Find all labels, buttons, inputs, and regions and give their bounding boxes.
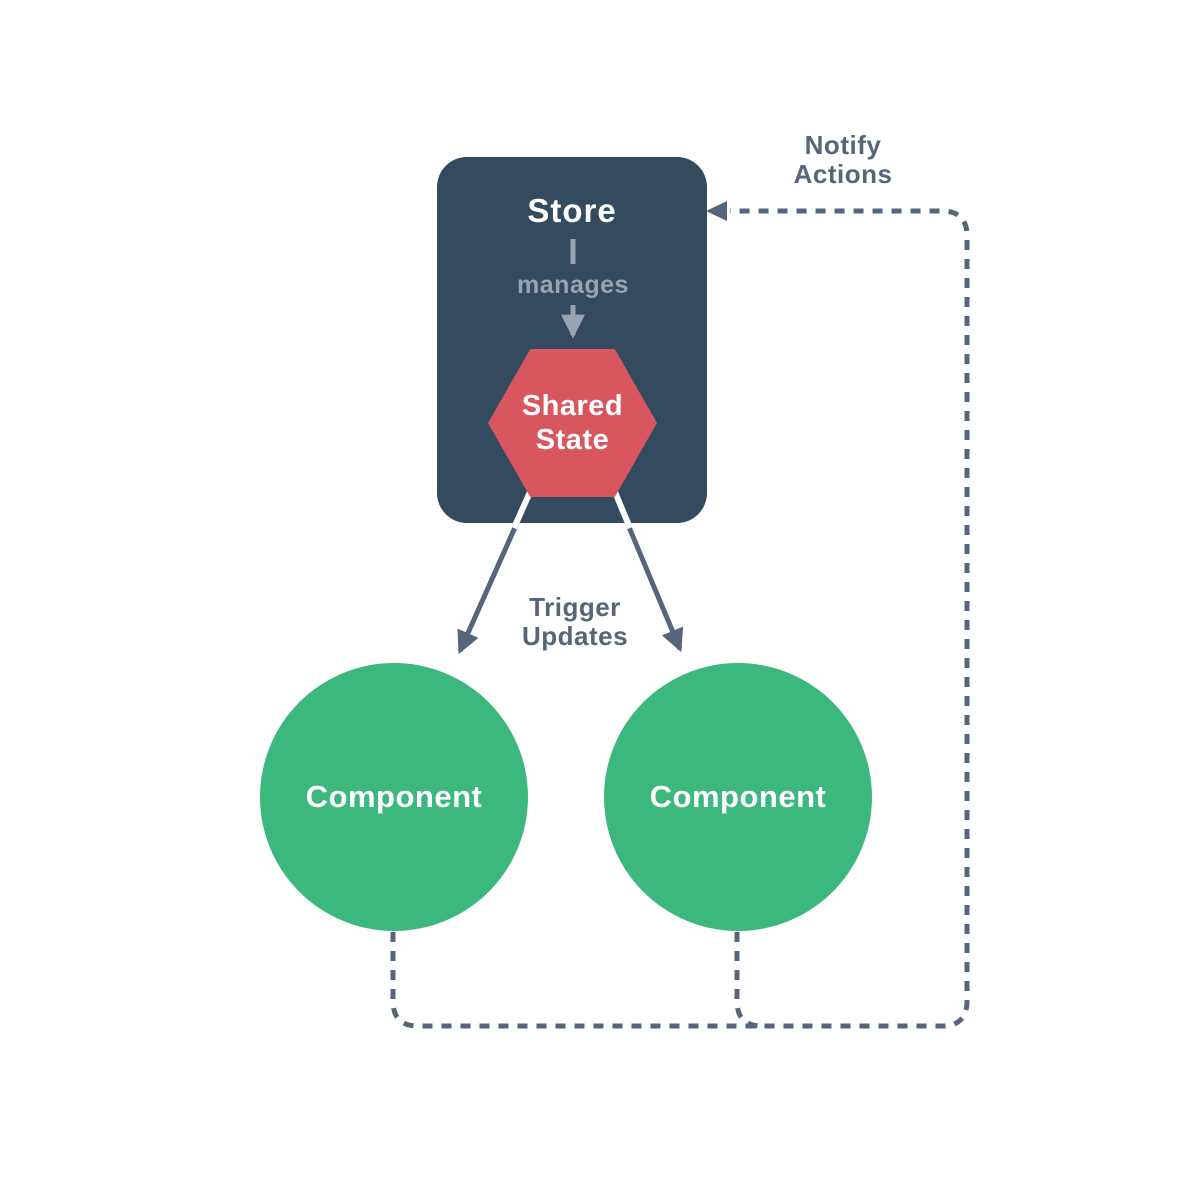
notify-arrowhead-icon — [706, 201, 727, 221]
trigger-updates-line2: Updates — [521, 621, 629, 651]
manages-label: manages — [517, 271, 629, 299]
trigger-arrow-right-highlight — [612, 490, 633, 530]
trigger-updates-label: Trigger Updates — [455, 593, 695, 651]
component-label-right: Component — [649, 779, 827, 814]
shared-state-hexagon: Shared State — [488, 349, 657, 497]
notify-actions-line2: Actions — [793, 159, 893, 189]
notify-actions-line1: Notify — [804, 130, 882, 160]
trigger-updates-line1: Trigger — [529, 592, 621, 622]
component-circle-left: Component — [260, 663, 528, 931]
shared-state-label-line1: Shared — [521, 390, 624, 422]
shared-state-label-line2: State — [535, 424, 610, 456]
trigger-arrow-left-highlight — [511, 490, 533, 530]
notify-actions-label: Notify Actions — [723, 131, 963, 189]
store-label: Store — [527, 192, 617, 229]
component-circle-right: Component — [604, 663, 872, 931]
notify-actions-dashed-path — [390, 208, 970, 1029]
component-label-left: Component — [305, 779, 483, 814]
notify-actions-dashed-branch — [734, 932, 763, 1029]
